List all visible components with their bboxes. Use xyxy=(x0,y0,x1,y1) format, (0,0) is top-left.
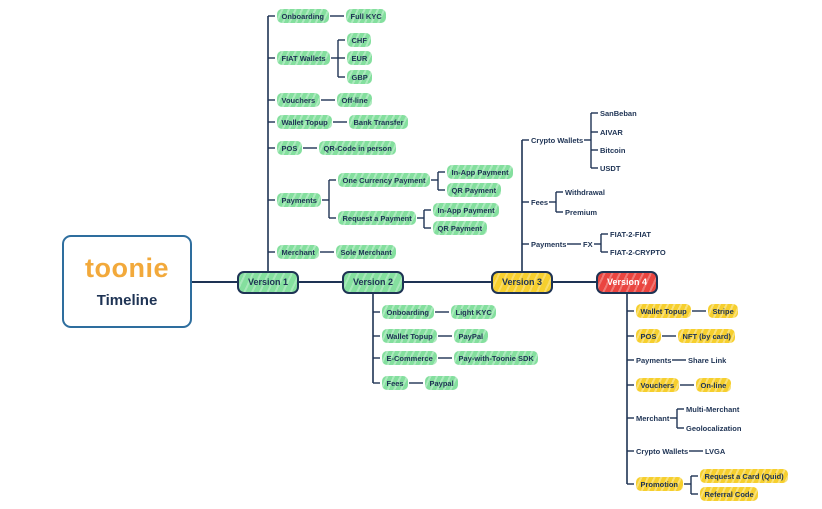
node-fiat-wallets[interactable]: FIAT Wallets xyxy=(277,51,331,66)
node-stripe[interactable]: Stripe xyxy=(708,304,739,319)
node-gbp[interactable]: GBP xyxy=(347,70,373,85)
node-fiat-2-fiat[interactable]: FIAT-2-FIAT xyxy=(610,229,651,239)
node-on-line[interactable]: On-line xyxy=(696,378,731,393)
version-node-version-1[interactable]: Version 1 xyxy=(237,270,300,294)
version-node-version-4[interactable]: Version 4 xyxy=(596,270,659,294)
node-withdrawal[interactable]: Withdrawal xyxy=(565,187,605,197)
toonie-logo: toonie xyxy=(85,252,169,283)
node-nft-by-card[interactable]: NFT (by card) xyxy=(678,329,736,344)
node-pos[interactable]: POS xyxy=(277,141,302,156)
node-in-app-payment[interactable]: In-App Payment xyxy=(447,165,514,180)
node-payments[interactable]: Payments xyxy=(636,355,672,365)
node-one-currency-payment[interactable]: One Currency Payment xyxy=(338,173,430,188)
node-lvga[interactable]: LVGA xyxy=(705,446,726,456)
node-paypal[interactable]: PayPal xyxy=(454,329,488,344)
node-eur[interactable]: EUR xyxy=(347,51,372,66)
node-paypal[interactable]: Paypal xyxy=(425,376,459,391)
version-node-version-2[interactable]: Version 2 xyxy=(342,270,405,294)
node-multi-merchant[interactable]: Multi-Merchant xyxy=(686,404,740,414)
node-payments[interactable]: Payments xyxy=(277,193,322,208)
node-merchant[interactable]: Merchant xyxy=(636,413,670,423)
node-onboarding[interactable]: Onboarding xyxy=(277,9,329,24)
node-fees[interactable]: Fees xyxy=(382,376,409,391)
node-geolocalization[interactable]: Geolocalization xyxy=(686,423,742,433)
node-full-kyc[interactable]: Full KYC xyxy=(346,9,387,24)
node-light-kyc[interactable]: Light KYC xyxy=(451,305,497,320)
node-fiat-2-crypto[interactable]: FIAT-2-CRYPTO xyxy=(610,247,666,257)
node-sanbeban[interactable]: SanBeban xyxy=(600,108,637,118)
node-off-line[interactable]: Off-line xyxy=(337,93,373,108)
node-pay-with-toonie-sdk[interactable]: Pay-with-Toonie SDK xyxy=(454,351,539,366)
node-promotion[interactable]: Promotion xyxy=(636,477,683,492)
node-wallet-topup[interactable]: Wallet Topup xyxy=(277,115,333,130)
node-fx[interactable]: FX xyxy=(583,239,593,249)
node-vouchers[interactable]: Vouchers xyxy=(636,378,679,393)
node-wallet-topup[interactable]: Wallet Topup xyxy=(636,304,692,319)
version-node-version-3[interactable]: Version 3 xyxy=(491,270,554,294)
timeline-root-node[interactable]: toonie Timeline xyxy=(62,235,192,328)
node-referral-code[interactable]: Referral Code xyxy=(700,487,759,502)
node-crypto-wallets[interactable]: Crypto Wallets xyxy=(636,446,689,456)
node-chf[interactable]: CHF xyxy=(347,33,372,48)
node-fees[interactable]: Fees xyxy=(531,197,549,207)
node-pos[interactable]: POS xyxy=(636,329,661,344)
node-merchant[interactable]: Merchant xyxy=(277,245,320,260)
node-usdt[interactable]: USDT xyxy=(600,163,621,173)
node-qr-payment[interactable]: QR Payment xyxy=(447,183,501,198)
node-bank-transfer[interactable]: Bank Transfer xyxy=(349,115,409,130)
node-share-link[interactable]: Share Link xyxy=(688,355,727,365)
node-sole-merchant[interactable]: Sole Merchant xyxy=(336,245,397,260)
node-vouchers[interactable]: Vouchers xyxy=(277,93,320,108)
node-e-commerce[interactable]: E-Commerce xyxy=(382,351,438,366)
node-wallet-topup[interactable]: Wallet Topup xyxy=(382,329,438,344)
node-in-app-payment[interactable]: In-App Payment xyxy=(433,203,500,218)
node-payments[interactable]: Payments xyxy=(531,239,567,249)
node-request-a-payment[interactable]: Request a Payment xyxy=(338,211,417,226)
node-aivar[interactable]: AIVAR xyxy=(600,127,623,137)
node-qr-payment[interactable]: QR Payment xyxy=(433,221,487,236)
node-onboarding[interactable]: Onboarding xyxy=(382,305,434,320)
node-premium[interactable]: Premium xyxy=(565,207,598,217)
node-bitcoin[interactable]: Bitcoin xyxy=(600,145,626,155)
node-request-a-card-quid[interactable]: Request a Card (Quid) xyxy=(700,469,789,484)
timeline-title: Timeline xyxy=(96,291,158,309)
node-qr-code-in-person[interactable]: QR-Code in person xyxy=(319,141,397,156)
node-crypto-wallets[interactable]: Crypto Wallets xyxy=(531,135,584,145)
